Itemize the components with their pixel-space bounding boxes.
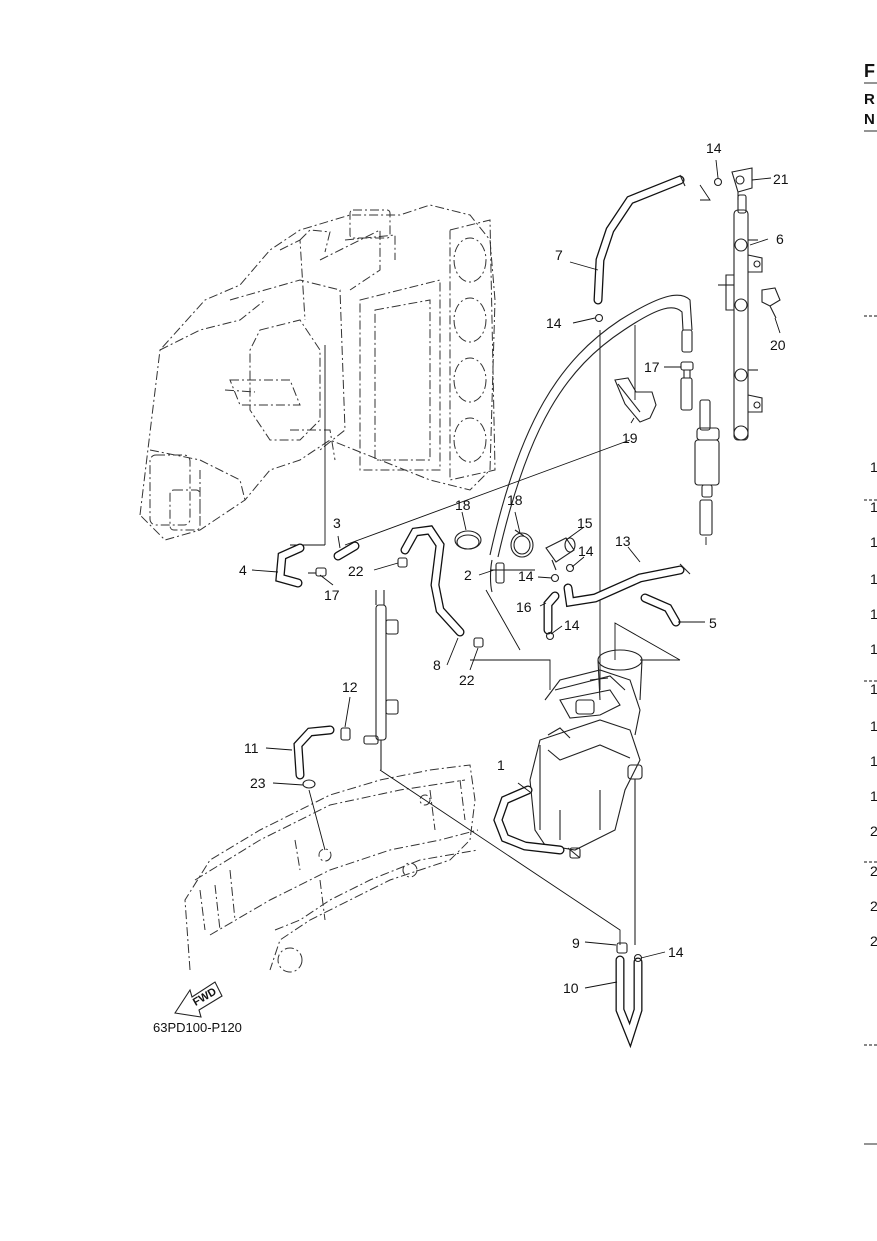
callout-18-b: 18 — [507, 492, 523, 508]
callout-11: 11 — [244, 740, 259, 756]
callout-14-f: 14 — [668, 944, 684, 960]
joint-17-left — [308, 567, 327, 577]
joint-17-upper — [680, 361, 694, 378]
clamp-18-b — [510, 529, 534, 558]
hose-8 — [400, 525, 465, 637]
assembly-leaders — [290, 184, 711, 945]
callout-14-b: 14 — [546, 315, 562, 331]
callout-8: 8 — [433, 657, 441, 673]
joint-22-a — [397, 557, 408, 568]
joint-12 — [340, 727, 351, 741]
hose-13 — [563, 563, 691, 608]
main-fuel-hose — [489, 294, 693, 593]
callout-12: 12 — [342, 679, 358, 695]
clamp-18-a — [454, 530, 482, 550]
hose-10 — [615, 942, 643, 1049]
callout-22-b: 22 — [459, 672, 475, 688]
left-rail — [363, 590, 399, 770]
clip-14-d — [565, 563, 575, 573]
vapor-separator — [529, 649, 643, 859]
callout-1: 1 — [497, 757, 505, 773]
callout-18-a: 18 — [455, 497, 471, 513]
callout-14-d: 14 — [578, 543, 594, 559]
clip-14-c — [550, 573, 560, 583]
outlet-pipe — [627, 764, 643, 945]
fuel-rail — [718, 194, 763, 441]
diagram-code: 63PD100-P120 — [153, 1020, 242, 1035]
callout-14-c: 14 — [518, 568, 534, 584]
hose-11 — [293, 725, 335, 780]
right-margin-table: F R N 1 1 1 1 1 1 1 1 1 1 2 2 2 2 — [864, 61, 877, 1145]
callout-3: 3 — [333, 515, 341, 531]
margin-row-2: 1 — [870, 499, 877, 515]
callout-4: 4 — [239, 562, 247, 578]
callout-13: 13 — [615, 533, 631, 549]
callout-16: 16 — [516, 599, 532, 615]
clip-20 — [761, 287, 781, 319]
callout-7: 7 — [555, 247, 563, 263]
callout-15: 15 — [577, 515, 593, 531]
margin-sub-1: R — [864, 91, 875, 108]
margin-row-1: 1 — [870, 459, 877, 475]
fwd-label: FWD — [191, 986, 219, 1009]
margin-row-10: 1 — [870, 788, 877, 804]
hose-4 — [275, 543, 305, 588]
callout-23: 23 — [250, 775, 266, 791]
joint-22-b — [473, 637, 484, 648]
fwd-arrow: FWD — [174, 981, 223, 1018]
callout-14-a: 14 — [706, 140, 722, 156]
clip-14-a — [713, 177, 723, 187]
callout-22-a: 22 — [348, 563, 364, 579]
clip-23-leader — [308, 789, 326, 851]
margin-row-13: 2 — [870, 898, 877, 914]
callout-2: 2 — [464, 567, 472, 583]
fuel-filter — [680, 329, 720, 545]
hose-16 — [543, 591, 560, 635]
part-15 — [545, 537, 576, 571]
margin-row-9: 1 — [870, 753, 877, 769]
connector-21 — [731, 167, 753, 200]
margin-head: F — [864, 61, 875, 81]
callout-10: 10 — [563, 980, 579, 996]
margin-row-8: 1 — [870, 718, 877, 734]
callout-9: 9 — [572, 935, 580, 951]
hose-3 — [333, 541, 360, 561]
hose-7 — [593, 174, 686, 305]
callout-17-a: 17 — [644, 359, 660, 375]
callout-20: 20 — [770, 337, 786, 353]
joint-2 — [495, 562, 505, 584]
hose-5 — [640, 593, 681, 627]
callout-21: 21 — [773, 171, 789, 187]
callout-17-b: 17 — [324, 587, 340, 603]
margin-row-6: 1 — [870, 641, 877, 657]
bracket-19 — [614, 377, 657, 423]
callout-5: 5 — [709, 615, 717, 631]
lower-base-outline — [184, 764, 479, 973]
callout-leaders — [251, 159, 781, 989]
callout-14-e: 14 — [564, 617, 580, 633]
callout-labels: 1 2 3 4 5 6 7 8 9 10 11 12 13 14 14 14 1… — [239, 140, 789, 996]
clip-14-e — [545, 631, 555, 641]
hose-1 — [493, 785, 565, 855]
margin-sub-2: N — [864, 111, 875, 128]
margin-row-14: 2 — [870, 933, 877, 949]
engine-block-outline — [139, 204, 496, 541]
callout-6: 6 — [776, 231, 784, 247]
margin-row-11: 2 — [870, 823, 877, 839]
margin-row-3: 1 — [870, 534, 877, 550]
margin-row-12: 2 — [870, 863, 877, 879]
margin-row-4: 1 — [870, 571, 877, 587]
margin-row-5: 1 — [870, 606, 877, 622]
clip-23 — [302, 779, 316, 789]
margin-row-7: 1 — [870, 681, 877, 697]
callout-19: 19 — [622, 430, 638, 446]
clip-14-b — [594, 313, 604, 323]
